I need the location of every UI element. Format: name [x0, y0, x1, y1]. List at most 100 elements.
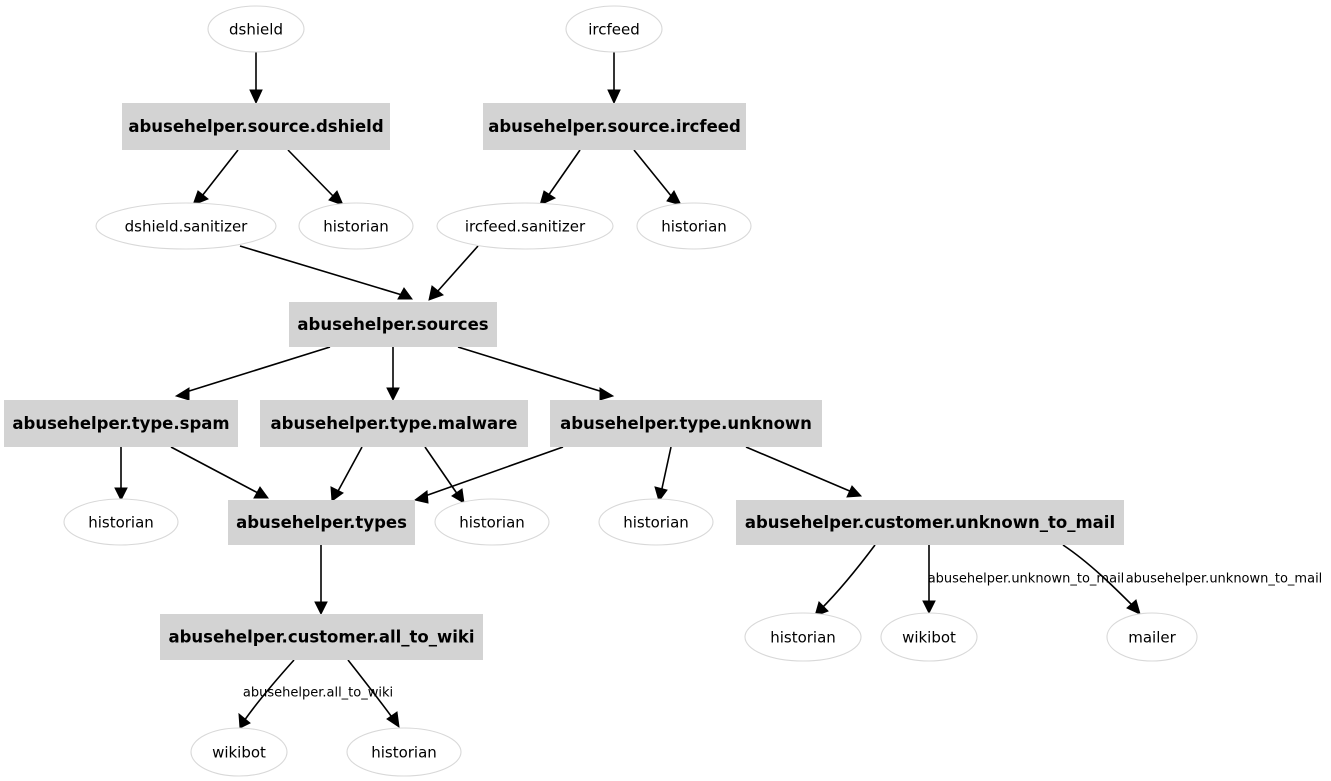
graph-edge	[174, 346, 331, 401]
graph-edge	[654, 446, 672, 503]
node-label: abusehelper.type.spam	[12, 414, 229, 433]
node-background	[95, 202, 277, 250]
graph-edge	[428, 245, 479, 301]
edge-line	[547, 149, 581, 197]
node-label: dshield	[229, 21, 283, 39]
arrowhead-icon	[174, 387, 190, 401]
graph-node-ellipse[interactable]: ircfeed.sanitizer	[436, 202, 614, 250]
graph-node-box[interactable]: abusehelper.type.malware	[260, 400, 528, 447]
edge-line	[243, 659, 295, 722]
graph-edge	[607, 52, 621, 105]
node-label: historian	[770, 629, 836, 647]
graph-edge	[114, 447, 128, 502]
graph-node-box[interactable]: abusehelper.type.spam	[4, 400, 238, 447]
arrowhead-icon	[386, 387, 400, 402]
arrowhead-icon	[539, 190, 557, 206]
graph-node-box[interactable]: abusehelper.types	[228, 500, 415, 545]
edge-label: abusehelper.unknown_to_mail	[928, 572, 1125, 587]
edge-line	[745, 446, 853, 493]
graph-node-ellipse[interactable]: mailer	[1106, 612, 1198, 662]
graph-edge	[386, 347, 400, 402]
graph-node-ellipse[interactable]: wikibot	[190, 727, 288, 777]
arrowhead-icon	[654, 486, 668, 503]
node-label: abusehelper.types	[236, 513, 407, 532]
node-background	[565, 5, 663, 53]
graph-node-ellipse[interactable]: wikibot	[880, 612, 978, 662]
graph-node-ellipse[interactable]: historian	[434, 498, 550, 546]
graph-node-box[interactable]: abusehelper.source.ircfeed	[483, 103, 746, 150]
node-label: abusehelper.source.dshield	[128, 117, 383, 136]
arrowhead-icon	[386, 711, 400, 729]
node-background	[260, 400, 528, 447]
graph-node-box[interactable]: abusehelper.sources	[289, 302, 497, 347]
node-background	[122, 103, 390, 150]
graph-node-ellipse[interactable]: ircfeed	[565, 5, 663, 53]
graph-edge	[330, 446, 363, 502]
node-background	[160, 614, 483, 660]
graph-edge	[814, 544, 876, 617]
node-background	[207, 5, 305, 53]
node-label: historian	[661, 218, 727, 236]
graph-node-ellipse[interactable]: dshield	[207, 5, 305, 53]
node-label: historian	[371, 744, 437, 762]
graph-node-ellipse[interactable]: historian	[298, 202, 414, 250]
nodes-layer: dshield ircfeed abusehelper.source.dshield…	[4, 5, 1198, 777]
node-label: abusehelper.type.unknown	[560, 414, 812, 433]
node-label: abusehelper.sources	[297, 315, 488, 334]
edge-line	[201, 149, 239, 197]
graph-edge	[413, 446, 564, 504]
graph-node-ellipse[interactable]: historian	[598, 498, 714, 546]
edge-line	[633, 149, 673, 198]
edge-label: abusehelper.unknown_to_mail	[1126, 572, 1323, 587]
arrowhead-icon	[607, 89, 621, 105]
graph-edge	[633, 149, 682, 206]
node-background	[598, 498, 714, 546]
arrowhead-icon	[114, 487, 128, 502]
node-background	[744, 612, 862, 662]
node-background	[736, 500, 1124, 545]
graph-node-box[interactable]: abusehelper.customer.all_to_wiki	[160, 614, 483, 660]
node-background	[4, 400, 238, 447]
graph-edge	[249, 52, 263, 105]
graph-node-box[interactable]: abusehelper.source.dshield	[122, 103, 390, 150]
graph-node-ellipse[interactable]: historian	[636, 202, 752, 250]
graph-node-ellipse[interactable]: dshield.sanitizer	[95, 202, 277, 250]
graph-node-box[interactable]: abusehelper.customer.unknown_to_mail	[736, 500, 1124, 545]
node-label: historian	[323, 218, 389, 236]
edge-line	[347, 659, 395, 721]
node-background	[289, 302, 497, 347]
node-label: abusehelper.customer.all_to_wiki	[168, 628, 474, 647]
node-background	[436, 202, 614, 250]
node-label: abusehelper.customer.unknown_to_mail	[745, 513, 1115, 532]
node-label: abusehelper.source.ircfeed	[488, 117, 741, 136]
edge-line	[185, 346, 331, 393]
arrowhead-icon	[314, 601, 328, 616]
graph-edge	[457, 346, 615, 401]
arrowhead-icon	[192, 190, 209, 206]
graph-edge	[745, 446, 863, 498]
node-background	[298, 202, 414, 250]
node-background	[434, 498, 550, 546]
graph-node-ellipse[interactable]: historian	[63, 498, 179, 546]
arrowhead-icon	[413, 490, 429, 504]
graph-edge	[192, 149, 239, 206]
node-label: ircfeed.sanitizer	[465, 218, 586, 236]
node-label: historian	[623, 514, 689, 532]
arrowhead-icon	[451, 488, 465, 504]
edge-line	[424, 446, 459, 496]
node-label: historian	[88, 514, 154, 532]
edge-line	[336, 446, 363, 494]
arrowhead-icon	[599, 387, 615, 401]
edge-line	[170, 446, 259, 494]
arrowhead-icon	[328, 190, 344, 206]
node-label: mailer	[1128, 629, 1176, 647]
graph-node-ellipse[interactable]: historian	[346, 727, 462, 777]
node-background	[63, 498, 179, 546]
graph-node-ellipse[interactable]: historian	[744, 612, 862, 662]
node-background	[880, 612, 978, 662]
edge-line	[239, 245, 403, 296]
graph-node-box[interactable]: abusehelper.type.unknown	[550, 400, 822, 447]
